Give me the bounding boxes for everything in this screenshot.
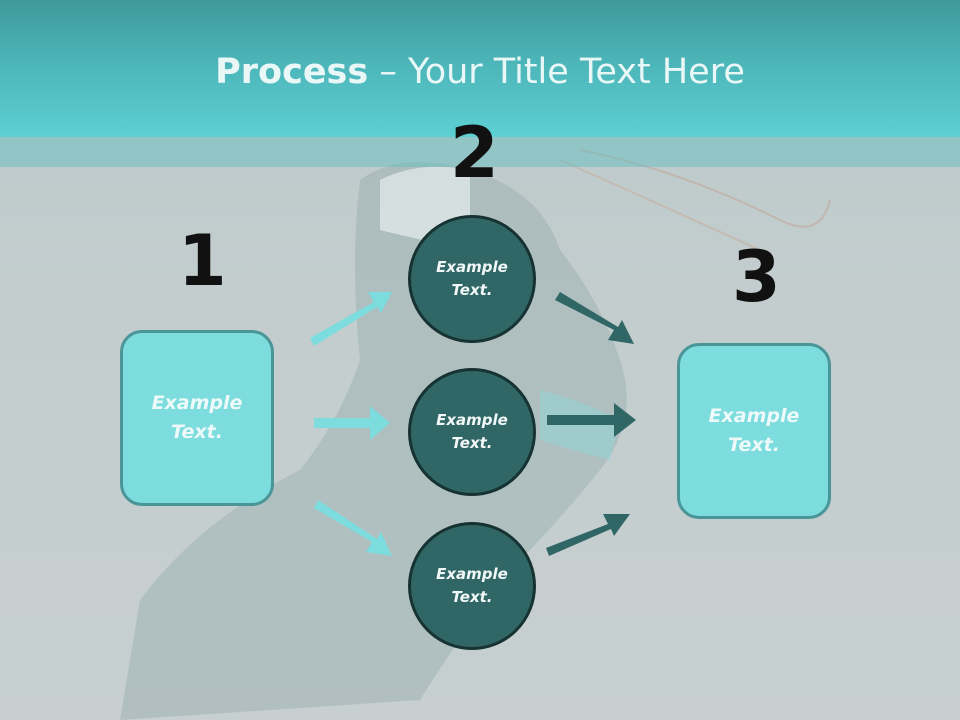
left-box-line2: Text. [171,421,223,443]
slide-title: Process – Your Title Text Here [0,52,960,92]
arrow-box-to-circle-3 [314,500,392,556]
circle-2-line2: Text. [451,434,493,452]
step-number-1: 1 [178,220,227,302]
header-bar [0,0,960,137]
title-bold: Process [215,52,369,92]
arrow-box-to-circle-2 [314,406,390,440]
arrow-circle-2-to-box [547,403,636,437]
circle-3-line2: Text. [451,588,493,606]
circle-3-line1: Example [436,565,508,583]
right-box-line2: Text. [728,434,780,456]
step-number-3: 3 [732,236,781,318]
header-band [0,137,960,167]
circle-1-line1: Example [436,258,508,276]
arrow-box-to-circle-1 [310,292,392,346]
light-arrows [310,292,392,556]
circle-1-line2: Text. [451,281,493,299]
arrow-circle-3-to-box [546,514,630,556]
title-rest: – Your Title Text Here [368,52,745,92]
left-box-line1: Example [151,392,243,414]
right-box-line1: Example [708,405,800,427]
step-number-2: 2 [450,112,499,194]
arrow-circle-1-to-box [555,292,634,344]
dark-arrows [546,292,636,556]
circle-2-line1: Example [436,411,508,429]
